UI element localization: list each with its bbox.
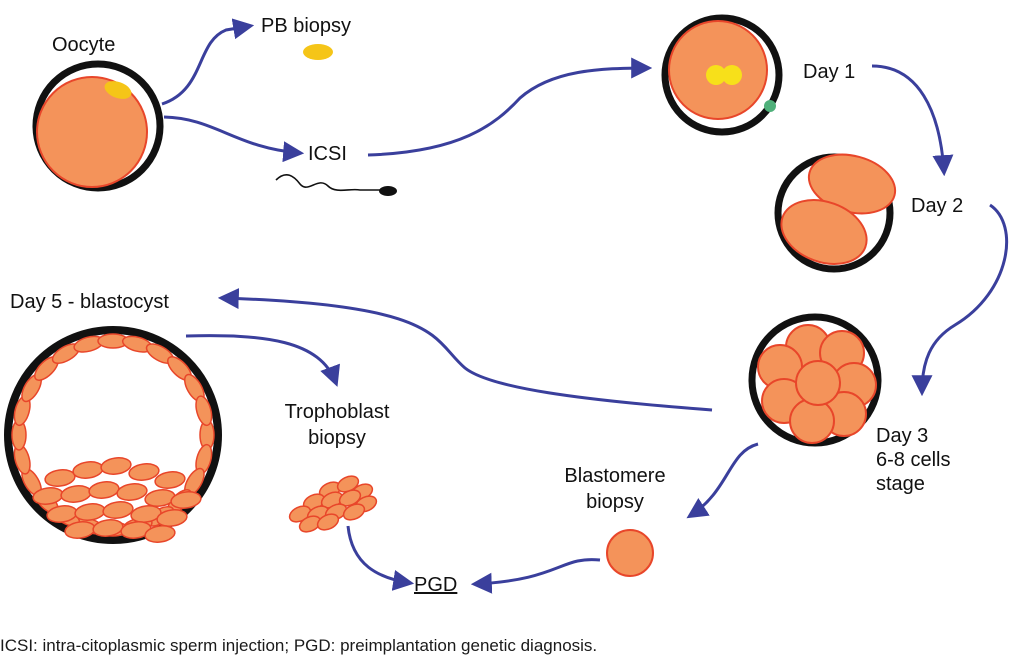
arrow-day3-to-blastomere-biopsy (686, 442, 759, 519)
inner-cell-mass-cell (102, 501, 134, 519)
inner-cell-mass-cell (130, 505, 162, 523)
day3-eight-cell-embryo (748, 313, 882, 447)
blastomere-cell (606, 529, 654, 577)
blastomere-biopsy-label: biopsy (586, 491, 644, 513)
day5-blastocyst-label: Day 5 - blastocyst (10, 291, 169, 313)
oocyte-label: Oocyte (52, 34, 116, 56)
arrow-icsi-to-day1 (367, 57, 653, 157)
arrow-day2-to-day3 (911, 203, 1009, 397)
trophoblast-label: Trophoblast (284, 401, 390, 423)
arrow-day3-to-day5 (217, 288, 713, 412)
trophoblast-biopsy-label: biopsy (308, 427, 366, 449)
pronucleus (706, 65, 726, 85)
trophectoderm-cell (195, 395, 213, 427)
arrow-day1-to-day2 (871, 64, 954, 177)
day3-cells-label: 6-8 cells (876, 449, 951, 471)
pronucleus (722, 65, 742, 85)
blastomere-label: Blastomere (564, 465, 666, 487)
trophoblast-biopsy-cell (316, 513, 340, 531)
arrow-day5-to-trophoblast-biopsy (185, 334, 340, 387)
inner-cell-mass-cell (154, 471, 186, 489)
inner-cell-mass-cell (100, 457, 132, 475)
day1-label: Day 1 (803, 61, 856, 83)
inner-cell-mass-cell (88, 481, 120, 499)
oocyte-cell (32, 60, 164, 192)
pgd-label: PGD (414, 574, 458, 596)
day3-label: Day 3 (876, 425, 929, 447)
day2-two-cell-embryo (774, 153, 897, 273)
day5-blastocyst (4, 326, 222, 544)
pb-biopsy-polar-body (303, 44, 333, 60)
inner-cell-mass-cell (92, 519, 124, 537)
inner-cell-mass-cell (144, 525, 176, 543)
polar-body (104, 81, 132, 99)
trophoblast-biopsy-cells (288, 475, 378, 533)
figure-caption: ICSI: intra-citoplasmic sperm injection;… (0, 636, 598, 655)
trophoblast-biopsy-cell (342, 503, 366, 521)
arrow-blastomere-to-pgd (470, 558, 601, 594)
pb-biopsy-label: PB biopsy (261, 15, 352, 37)
day3-stage-label: stage (876, 473, 925, 495)
inner-cell-mass-cell (170, 491, 202, 509)
second-polar-body (764, 100, 776, 112)
icsi-label: ICSI (308, 143, 347, 165)
sperm-icon (275, 173, 397, 196)
inner-cell-mass-cell (116, 483, 148, 501)
day1-zygote (661, 14, 783, 136)
inner-cell-mass-cell (156, 509, 188, 527)
arrow-oocyte-to-pb-biopsy (161, 18, 255, 106)
day2-label: Day 2 (911, 195, 964, 217)
arrow-oocyte-to-icsi (163, 115, 305, 163)
inner-cell-mass-cell (128, 463, 160, 481)
arrow-trophoblast-to-pgd (346, 525, 415, 591)
